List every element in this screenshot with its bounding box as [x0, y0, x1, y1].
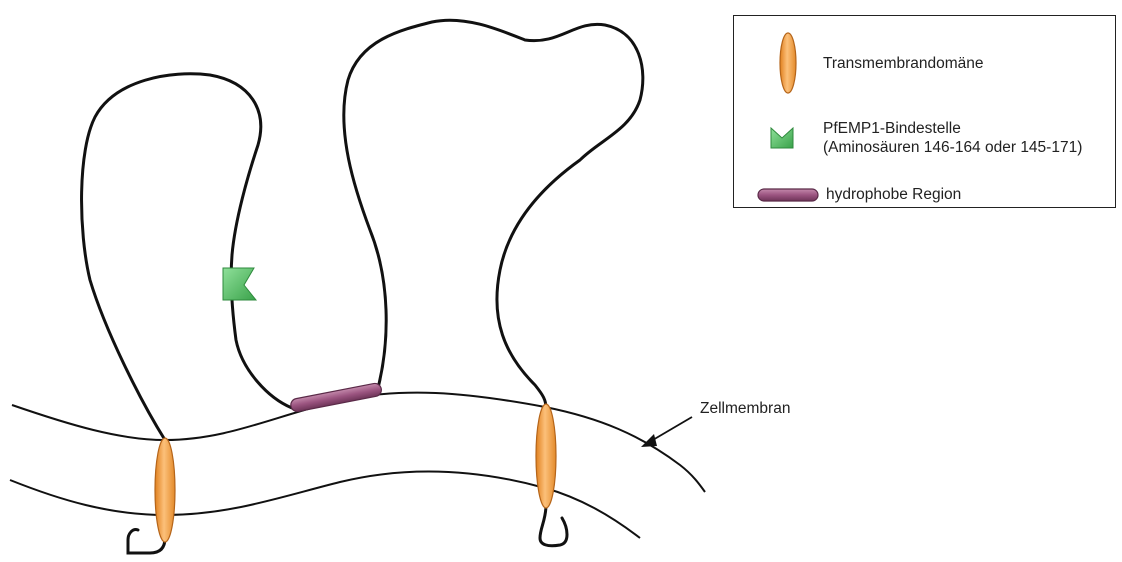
binding-site-legend-line2: (Aminosäuren 146-164 oder 145-171) [823, 138, 1082, 157]
protein-backbone-2 [344, 20, 643, 408]
transmembrane-legend-icon [776, 30, 800, 96]
transmembrane-legend-label: Transmembrandomäne [823, 54, 984, 73]
transmembrane-domain-left [155, 438, 175, 542]
hydrophobic-region [290, 382, 383, 412]
hydrophobic-legend-label: hydrophobe Region [826, 185, 961, 204]
legend: Transmembrandomäne PfEMP1-Bindestelle (A… [733, 15, 1116, 208]
hydrophobic-legend-icon [757, 188, 819, 202]
pfemp1-binding-site [223, 268, 256, 300]
binding-site-legend-icon [769, 126, 797, 150]
binding-site-legend-line1: PfEMP1-Bindestelle [823, 119, 1082, 138]
membrane-label: Zellmembran [700, 400, 790, 418]
transmembrane-domain-right [536, 404, 556, 508]
binding-site-legend-label: PfEMP1-Bindestelle (Aminosäuren 146-164 … [823, 119, 1082, 157]
cytoplasmic-tail-right [540, 505, 567, 546]
protein-backbone [82, 74, 292, 440]
